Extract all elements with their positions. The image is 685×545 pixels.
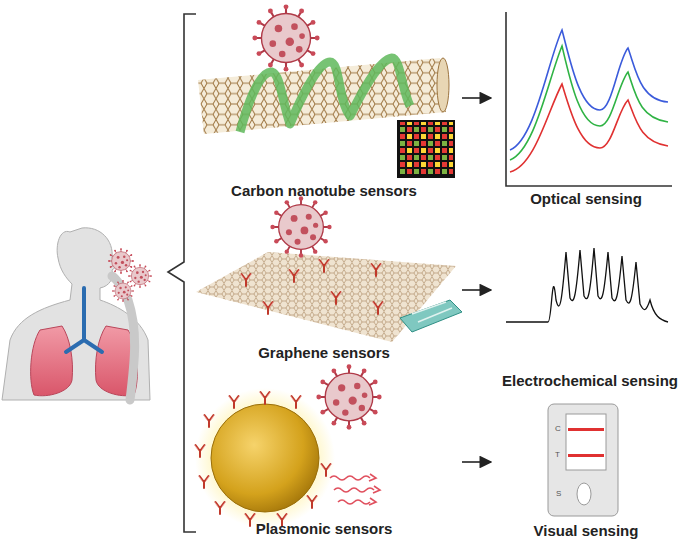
node-caption: Visual sensing bbox=[530, 520, 643, 542]
sensor-panel: Plasmonic sensors bbox=[190, 368, 458, 540]
flow-arrow bbox=[462, 289, 491, 291]
node-caption: Optical sensing bbox=[526, 188, 646, 210]
sensor-panel: Graphene sensors bbox=[190, 212, 458, 364]
readout-panel: Optical sensing bbox=[495, 5, 677, 210]
node-caption: Carbon nanotube sensors bbox=[227, 180, 421, 202]
graphene-sheet bbox=[196, 196, 462, 342]
bracket bbox=[168, 14, 196, 532]
strip-marking: S bbox=[556, 490, 561, 498]
strip-marking: T bbox=[555, 451, 560, 459]
flow-arrow bbox=[462, 97, 491, 99]
optical-spectrum bbox=[506, 12, 672, 186]
gold-nanoparticle bbox=[195, 364, 382, 528]
flow-arrow bbox=[462, 461, 491, 463]
sensor-panel: Carbon nanotube sensors bbox=[190, 8, 458, 202]
strip-marking: C bbox=[555, 425, 561, 433]
test-cassette bbox=[548, 404, 618, 516]
readout-panel: Visual sensing bbox=[495, 398, 677, 542]
current-trace bbox=[506, 248, 668, 322]
readout-panel: Electrochemical sensing bbox=[495, 232, 685, 392]
person-figure bbox=[2, 228, 152, 400]
node-caption: Electrochemical sensing bbox=[498, 370, 682, 392]
carbon-nanotube bbox=[198, 4, 455, 178]
node-caption: Graphene sensors bbox=[254, 342, 394, 364]
node-caption: Plasmonic sensors bbox=[252, 518, 397, 540]
